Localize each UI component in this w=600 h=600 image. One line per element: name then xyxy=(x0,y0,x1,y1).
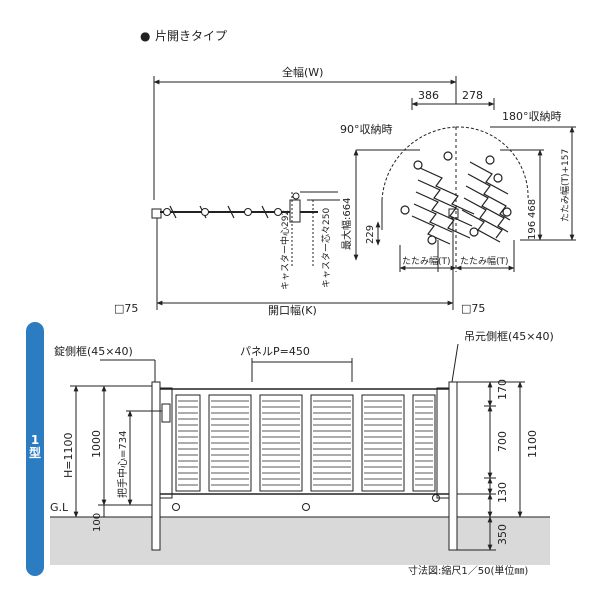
dim-1000: 1000 xyxy=(90,430,103,458)
post-right-label: □75 xyxy=(461,302,485,315)
height-label: H=1100 xyxy=(62,433,75,478)
right-dim-130: 130 xyxy=(496,482,509,503)
dim-468: 468 xyxy=(527,199,538,218)
elevation-view xyxy=(50,343,550,551)
angle-180-label: 180°収納時 xyxy=(502,110,562,123)
caster-center-label: キャスター中心292 xyxy=(279,210,291,290)
dim-229: 229 xyxy=(365,225,376,244)
hinge-frame-label: 吊元側框(45×40) xyxy=(464,330,554,343)
type-label: 1型 xyxy=(28,433,41,460)
right-dim-700: 700 xyxy=(496,431,509,452)
ground-label: G.L xyxy=(50,501,69,514)
header-title: 片開きタイプ xyxy=(155,29,227,43)
right-dim-1100: 1100 xyxy=(526,430,539,458)
ground-area xyxy=(50,517,550,565)
post-left-label: □75 xyxy=(114,302,138,315)
plan-view xyxy=(151,76,576,310)
fold-width-left-label: たたみ幅(T) xyxy=(402,255,451,267)
dim-386: 386 xyxy=(418,89,439,102)
scale-note: 寸法図:縮尺1／50(単位㎜) xyxy=(408,564,528,577)
right-dim-350: 350 xyxy=(496,524,509,545)
dim-278: 278 xyxy=(462,89,483,102)
panel-pitch-label: パネルP=450 xyxy=(240,345,310,358)
dim-100: 100 xyxy=(92,513,103,532)
dim-196: 196 xyxy=(527,221,538,240)
fold-width-right-label: たたみ幅(T) xyxy=(460,255,509,267)
handle-center-label: 把手中心=734 xyxy=(116,431,129,498)
overall-width-label: 全幅(W) xyxy=(282,65,323,79)
max-width-label: 最大幅:664 xyxy=(340,198,353,250)
fold-width-t157-label: たたみ幅(T)+157 xyxy=(559,149,571,222)
right-dim-170: 170 xyxy=(496,379,509,400)
opening-width-label: 開口幅(K) xyxy=(268,304,317,317)
header-bullet: ● xyxy=(140,29,150,43)
latch-frame-label: 錠側框(45×40) xyxy=(54,344,133,358)
type-tab: 1型 xyxy=(26,322,44,576)
caster-spacing-label: キャスター芯々250 xyxy=(320,208,332,288)
angle-90-label: 90°収納時 xyxy=(340,123,393,136)
